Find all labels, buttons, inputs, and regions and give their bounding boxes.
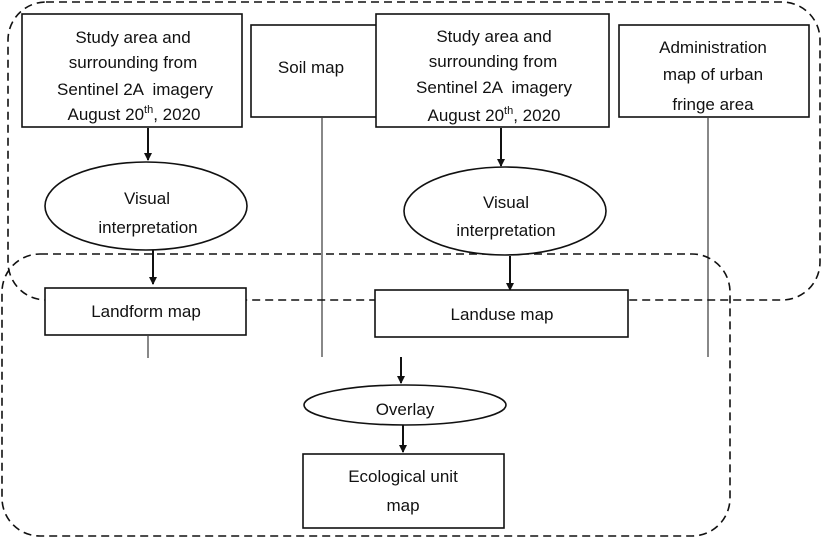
study-area-right-line-3: Sentinel 2A imagery <box>416 78 572 97</box>
soil-map-label: Soil map <box>278 58 344 77</box>
administration-map-node: Administration map of urban fringe area <box>618 24 810 118</box>
visual-interpretation-left-line-2: interpretation <box>98 218 197 237</box>
administration-map-line-3: fringe area <box>672 95 754 114</box>
ecological-unit-map-node: Ecological unit map <box>302 453 505 529</box>
overlay-node: Overlay <box>303 384 507 426</box>
ecological-unit-map-line-1: Ecological unit <box>348 467 458 486</box>
administration-map-line-1: Administration <box>659 38 767 57</box>
landuse-map-node: Landuse map <box>374 289 629 338</box>
study-area-right-line-2: surrounding from <box>429 52 558 71</box>
landform-map-label: Landform map <box>91 302 201 321</box>
soil-map-node: Soil map <box>250 24 395 118</box>
visual-interpretation-right-node: Visual interpretation <box>403 166 607 256</box>
bottom-dashed-group <box>1 253 731 537</box>
study-area-right-node: Study area and surrounding from Sentinel… <box>375 13 610 128</box>
study-area-left-date: August 20th, 2020 <box>67 104 200 124</box>
visual-interpretation-right-line-1: Visual <box>483 193 529 212</box>
study-area-left-line-1: Study area and <box>75 28 190 47</box>
administration-map-line-2: map of urban <box>663 65 763 84</box>
landform-map-node: Landform map <box>44 287 247 336</box>
study-area-right-line-1: Study area and <box>436 27 551 46</box>
landuse-map-label: Landuse map <box>450 305 553 324</box>
visual-interpretation-left-node: Visual interpretation <box>44 161 248 251</box>
ecological-unit-map-line-2: map <box>386 496 419 515</box>
study-area-left-node: Study area and surrounding from Sentinel… <box>21 13 243 128</box>
visual-interpretation-left-line-1: Visual <box>124 189 170 208</box>
study-area-left-line-2: surrounding from <box>69 53 198 72</box>
overlay-label: Overlay <box>376 400 435 419</box>
visual-interpretation-right-line-2: interpretation <box>456 221 555 240</box>
study-area-left-line-3: Sentinel 2A imagery <box>57 80 213 99</box>
study-area-right-date: August 20th, 2020 <box>427 105 560 125</box>
